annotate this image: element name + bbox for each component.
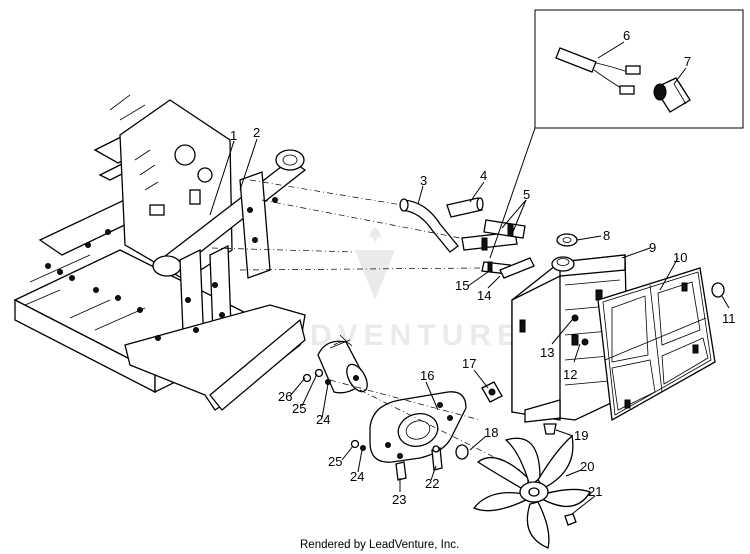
- callout-19: 19: [574, 428, 588, 443]
- frame-assembly: [13, 94, 307, 411]
- o-ring-part-11: [711, 282, 725, 298]
- motor-hardware: [302, 368, 366, 451]
- callout-5: 5: [523, 187, 530, 202]
- radiator-fasteners: [571, 314, 589, 346]
- callout-8: 8: [603, 228, 610, 243]
- callout-20: 20: [580, 459, 594, 474]
- fan-mounting-plate: [329, 379, 521, 471]
- callout-14: 14: [477, 288, 491, 303]
- callout-2: 2: [253, 125, 260, 140]
- callout-25-a: 25: [292, 401, 306, 416]
- callout-11: 11: [722, 311, 736, 326]
- callout-15: 15: [455, 278, 469, 293]
- fan-blade: [472, 434, 591, 549]
- callout-25-b: 25: [328, 454, 342, 469]
- callout-9: 9: [649, 240, 656, 255]
- hoses-group: [211, 179, 535, 279]
- callout-23: 23: [392, 492, 406, 507]
- callout-labels: 1 2 3 4 5 6 7 8 9 10 11 12 13 14 15 16 1…: [230, 28, 736, 507]
- leader-lines: [209, 41, 730, 515]
- detail-inset: [489, 9, 744, 259]
- plate-bolts: [395, 445, 443, 481]
- callout-24-a: 24: [316, 412, 330, 427]
- callout-26: 26: [278, 389, 292, 404]
- callout-6: 6: [623, 28, 630, 43]
- spacer-part-18: [455, 444, 469, 460]
- callout-13: 13: [540, 345, 554, 360]
- switch-part-17: [481, 381, 503, 403]
- drain-plug-part-19: [543, 423, 557, 435]
- callout-16: 16: [420, 368, 434, 383]
- footer-credit: Rendered by LeadVenture, Inc.: [300, 539, 459, 551]
- callout-3: 3: [420, 173, 427, 188]
- callout-18: 18: [484, 425, 498, 440]
- callout-4: 4: [480, 168, 487, 183]
- callout-24-b: 24: [350, 469, 364, 484]
- callout-21: 21: [588, 484, 602, 499]
- callout-17: 17: [462, 356, 476, 371]
- callout-1: 1: [230, 128, 237, 143]
- callout-12: 12: [563, 367, 577, 382]
- radiator-assembly: [511, 233, 629, 423]
- callout-7: 7: [684, 54, 691, 69]
- fan-nut-part-21: [564, 513, 577, 526]
- callout-22: 22: [425, 476, 439, 491]
- callout-10: 10: [673, 250, 687, 265]
